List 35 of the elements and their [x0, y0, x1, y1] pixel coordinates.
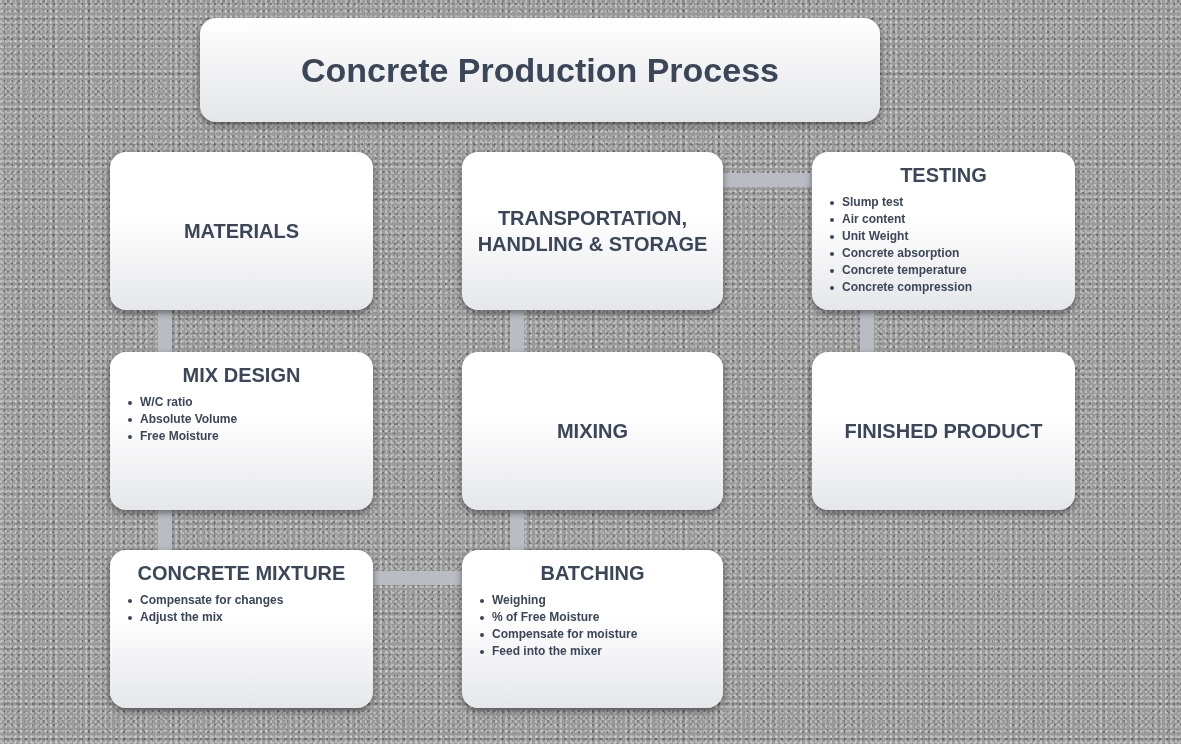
process-card: [110, 152, 373, 310]
title: Concrete Production Process: [301, 50, 779, 90]
bullet-item: Unit Weight: [828, 228, 973, 245]
process-card: [812, 152, 1075, 310]
card-heading: CONCRETE MIXTURE: [137, 561, 346, 586]
card-heading: MIXING: [556, 419, 629, 444]
bullet-item: Free Moisture: [126, 428, 238, 445]
card-heading: FINISHED PRODUCT: [844, 419, 1043, 444]
bullet-item: Feed into the mixer: [478, 643, 638, 660]
process-card: [462, 550, 723, 708]
bullet-item: Concrete absorption: [828, 245, 973, 262]
bullet-item: Air content: [828, 211, 973, 228]
card-heading: TESTING: [900, 163, 987, 188]
bullet-item: Concrete temperature: [828, 262, 973, 279]
process-card: [110, 352, 373, 510]
bullet-item: Slump test: [828, 194, 973, 211]
process-card: [462, 152, 723, 310]
card-heading: BATCHING: [540, 561, 645, 586]
connector-bar: [158, 510, 172, 550]
process-card: [110, 550, 373, 708]
connector-bar: [510, 510, 524, 550]
bullet-item: Adjust the mix: [126, 609, 284, 626]
bullet-item: % of Free Moisture: [478, 609, 638, 626]
card-heading: MIX DESIGN: [182, 363, 301, 388]
card-heading: TRANSPORTATION, HANDLING & STORAGE: [476, 206, 709, 257]
connector-bar: [723, 173, 812, 187]
process-card: [462, 352, 723, 510]
bullet-item: Weighing: [478, 592, 638, 609]
bullet-item: W/C ratio: [126, 394, 238, 411]
bullet-item: Compensate for changes: [126, 592, 284, 609]
bullet-item: Concrete compression: [828, 279, 973, 296]
bullet-item: Compensate for moisture: [478, 626, 638, 643]
process-card: [812, 352, 1075, 510]
bullet-item: Absolute Volume: [126, 411, 238, 428]
card-heading: MATERIALS: [183, 219, 300, 244]
